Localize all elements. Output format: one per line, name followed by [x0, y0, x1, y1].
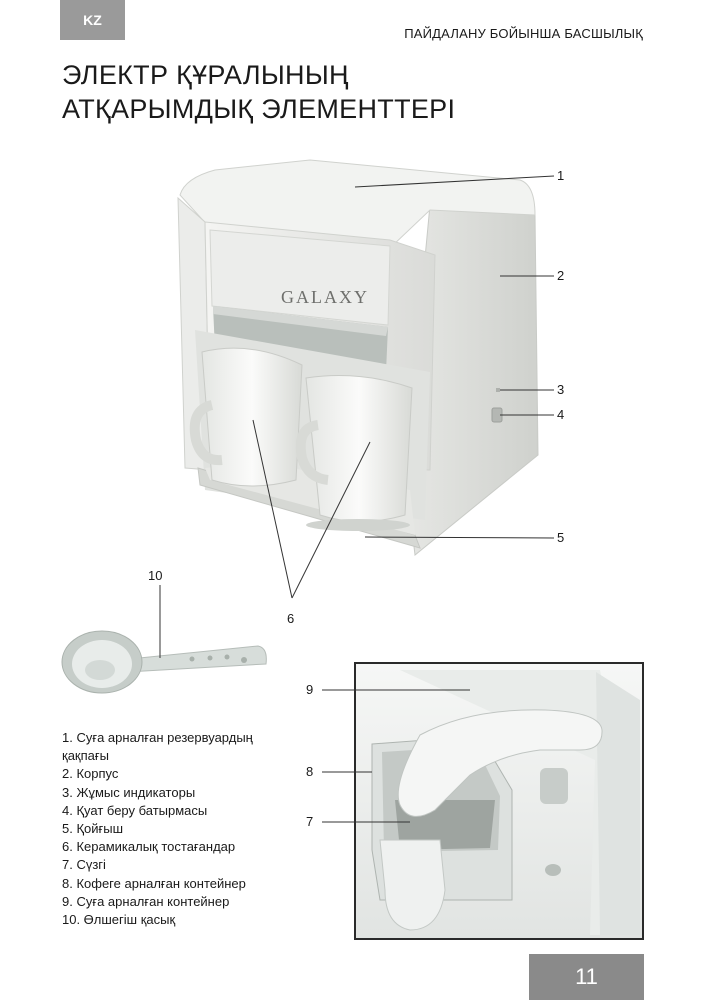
list-item: 1. Суға арналған резервуардың [62, 730, 253, 745]
list-item: 6. Керамикалық тостағандар [62, 839, 236, 855]
list-item: 10. Өлшегіш қасық [62, 912, 176, 928]
brand-logo: GALAXY [281, 287, 369, 307]
callout-10: 10 [148, 568, 163, 583]
language-tab: KZ [60, 0, 125, 40]
callout-4: 4 [557, 407, 565, 422]
list-item: 5. Қойғыш [62, 821, 124, 837]
list-item: 9. Суға арналған контейнер [62, 893, 230, 909]
measuring-spoon [61, 630, 267, 694]
callout-1: 1 [557, 168, 565, 183]
list-item: қақпағы [62, 748, 109, 764]
callout-7: 7 [306, 814, 314, 829]
callout-5: 5 [557, 530, 565, 545]
list-item: 4. Қуат беру батырмасы [62, 802, 208, 818]
list-item: 7. Сүзгі [62, 857, 106, 873]
callout-2: 2 [557, 268, 565, 283]
manual-title: ПАЙДАЛАНУ БОЙЫНША БАСШЫЛЫҚ [404, 26, 643, 41]
callout-6: 6 [287, 611, 295, 626]
callout-9: 9 [306, 682, 314, 697]
page-title: ЭЛЕКТР ҚҰРАЛЫНЫҢ АТҚАРЫМДЫҚ ЭЛЕМЕНТТЕРІ [62, 58, 455, 126]
list-item: 2. Корпус [62, 766, 119, 782]
list-item: 8. Кофеге арналған контейнер [62, 875, 246, 891]
list-item: 3. Жұмыс индикаторы [62, 784, 196, 800]
page-title-line-1: ЭЛЕКТР ҚҰРАЛЫНЫҢ [62, 60, 349, 90]
callout-3: 3 [557, 382, 565, 397]
ceramic-cups [189, 347, 413, 531]
callout-8: 8 [306, 764, 314, 779]
parts-list: 1. Суға арналған резервуардың қақпағы 2.… [62, 729, 253, 929]
page-title-line-2: АТҚАРЫМДЫҚ ЭЛЕМЕНТТЕРІ [62, 94, 456, 124]
page-number: 11 [529, 954, 644, 1000]
inside-view-photo [354, 662, 644, 940]
